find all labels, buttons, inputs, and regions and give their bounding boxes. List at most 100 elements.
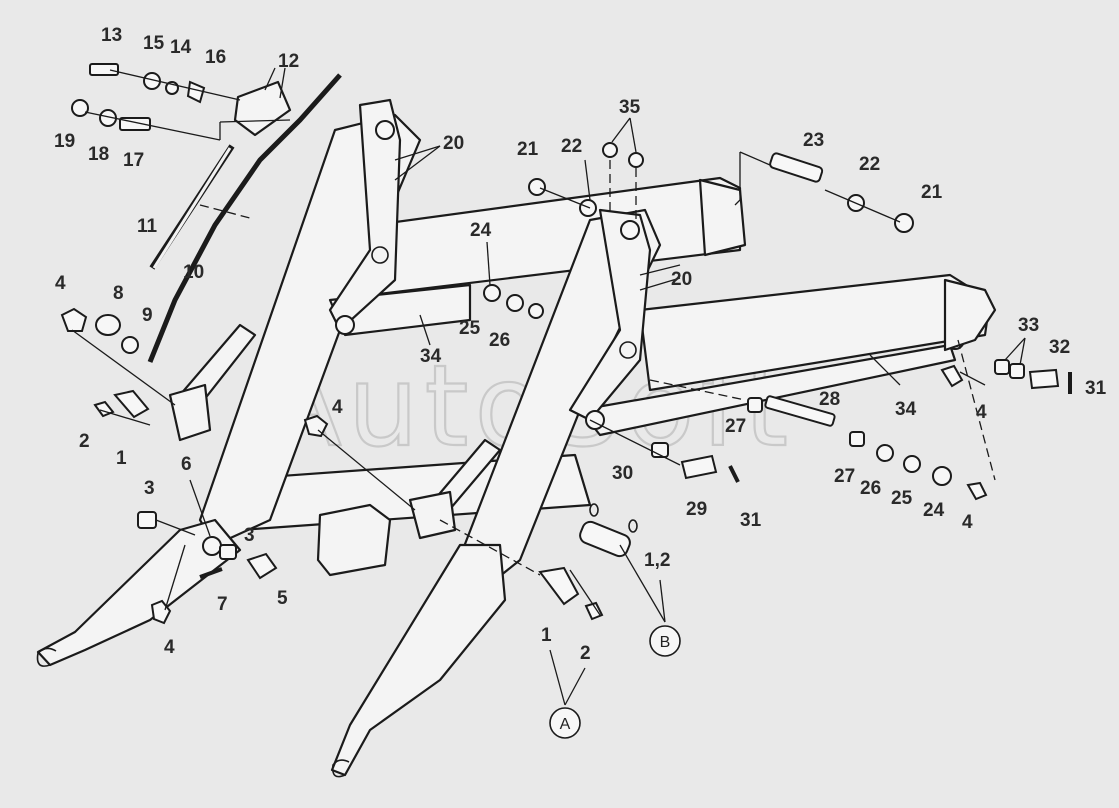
- leader-b2: [659, 579, 666, 623]
- washer-26-top: [528, 303, 544, 319]
- washer-22-left: [579, 199, 597, 217]
- label-18: 18: [88, 144, 109, 165]
- label-24-bottom: 24: [923, 500, 945, 521]
- label-8: 8: [113, 283, 124, 304]
- rod-11-highlight: [152, 147, 232, 269]
- leader-33a: [1004, 337, 1026, 361]
- right-hook-arm: [330, 543, 507, 777]
- label-26-top: 26: [489, 330, 510, 351]
- leader-33b: [1019, 337, 1026, 366]
- label-13: 13: [101, 25, 122, 46]
- leader-19-step2: [219, 119, 291, 123]
- label-25-bottom: 25: [891, 488, 913, 509]
- right-hook-tip: [331, 759, 350, 778]
- leader-6: [189, 479, 211, 537]
- label-4-right: 4: [962, 512, 973, 533]
- pin-28: [764, 395, 836, 427]
- right-mast-plate: [568, 208, 652, 422]
- leader-b1: [619, 544, 666, 623]
- leader-a1: [549, 649, 566, 706]
- label-15: 15: [143, 33, 165, 54]
- left-hook-arm: [36, 518, 242, 667]
- left-hook-tip: [36, 647, 57, 667]
- grease-35-b: [628, 152, 644, 168]
- callout-circle-a: [549, 707, 581, 739]
- leader-34a: [419, 314, 431, 346]
- left-mast-pivot: [375, 120, 395, 140]
- label-4-center: 4: [332, 397, 343, 418]
- nut-19: [71, 99, 89, 117]
- pin-detail-b: [579, 520, 631, 558]
- label-10: 10: [183, 262, 204, 283]
- label-32: 32: [1049, 337, 1070, 358]
- label-27-top: 27: [725, 416, 746, 437]
- leader-20a: [394, 145, 441, 161]
- pin-detail-a: [538, 566, 580, 606]
- leader-24a: [486, 241, 491, 286]
- nut-24-bottom: [932, 466, 952, 486]
- rear-bracket: [943, 278, 997, 352]
- right-mast-pivot: [620, 220, 640, 240]
- bushing-27-top: [747, 397, 763, 413]
- leader-20b2: [639, 264, 681, 276]
- washer-9: [121, 336, 139, 354]
- label-24-top: 24: [470, 220, 492, 241]
- label-14: 14: [170, 37, 192, 58]
- label-4-lower: 4: [164, 637, 175, 658]
- bushing-33-b: [1009, 363, 1025, 379]
- knob-8: [95, 314, 121, 336]
- leader-34b: [869, 354, 901, 386]
- leader-a2: [564, 667, 586, 706]
- label-17: 17: [123, 150, 144, 171]
- right-gear: [619, 341, 637, 359]
- bolt-13: [89, 63, 119, 76]
- label-28: 28: [819, 389, 840, 410]
- washer-25-top: [506, 294, 524, 312]
- label-1-2: 1,2: [644, 550, 670, 571]
- fitting-4-center: [303, 414, 329, 438]
- label-5: 5: [277, 588, 288, 609]
- leader-3a: [155, 519, 196, 536]
- grease-35-a: [602, 142, 618, 158]
- callout-a: A: [560, 716, 571, 733]
- leader-lines: [71, 67, 1026, 706]
- loader-frame: [36, 98, 997, 778]
- leader-35a: [611, 117, 631, 143]
- leader-12: [264, 67, 276, 91]
- left-lower-pivot: [335, 315, 355, 335]
- label-29: 29: [686, 499, 707, 520]
- leader-4c: [164, 544, 186, 611]
- pin-31-bottom: [728, 465, 740, 483]
- leader-a-dash: [569, 569, 601, 616]
- leader-12b: [279, 67, 286, 99]
- left-cylinder-mount: [168, 383, 212, 442]
- part-labels: 13 15 14 16 12 19 18 17 20 11 10 4 8 9 2…: [54, 25, 1107, 664]
- label-4-left: 4: [55, 273, 66, 294]
- pin-32: [1028, 368, 1060, 390]
- pin-1-left: [113, 389, 150, 419]
- label-33: 33: [1018, 315, 1039, 336]
- leader-22b: [824, 189, 901, 223]
- dash-rod: [199, 204, 251, 219]
- label-31-bottom: 31: [740, 510, 762, 531]
- leader-4b: [317, 429, 416, 511]
- pin-23: [769, 152, 824, 183]
- nut-24-top: [483, 284, 501, 302]
- leader-2a: [99, 409, 151, 426]
- hardware: [60, 63, 1072, 625]
- pin-5: [246, 552, 278, 580]
- label-23: 23: [803, 130, 824, 151]
- label-19: 19: [54, 131, 75, 152]
- washer-6: [202, 536, 222, 556]
- fitting-4-right: [966, 481, 988, 501]
- label-35: 35: [619, 97, 641, 118]
- label-31-right: 31: [1085, 378, 1107, 399]
- label-12: 12: [278, 51, 299, 72]
- label-27-bottom: 27: [834, 466, 855, 487]
- leader-32: [959, 371, 986, 386]
- bushing-33-a: [994, 359, 1010, 375]
- label-22-right: 22: [859, 154, 880, 175]
- label-7: 7: [217, 594, 228, 615]
- clip-16: [186, 80, 206, 104]
